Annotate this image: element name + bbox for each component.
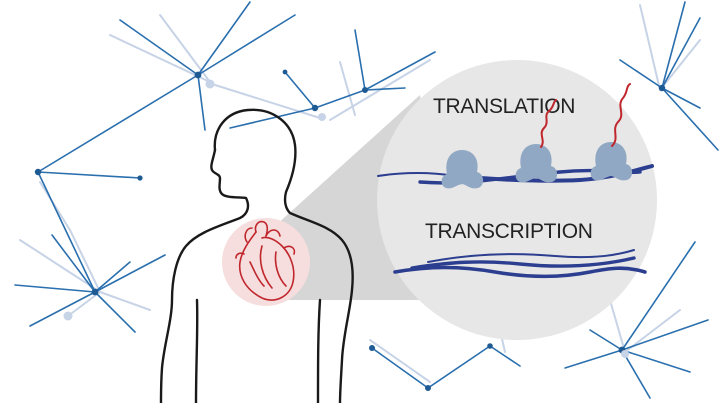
background-network	[14, 1, 719, 399]
transcription-strands	[393, 249, 647, 279]
zoom-circle	[377, 60, 657, 340]
translation-label: TRANSLATION	[433, 95, 575, 118]
peptide-chains	[540, 83, 631, 148]
heart-glow	[222, 218, 310, 306]
transcription-label: TRANSCRIPTION	[425, 220, 593, 243]
human-silhouette-icon	[159, 108, 354, 403]
ribosome-icon	[441, 142, 633, 189]
heart-icon	[235, 220, 296, 301]
